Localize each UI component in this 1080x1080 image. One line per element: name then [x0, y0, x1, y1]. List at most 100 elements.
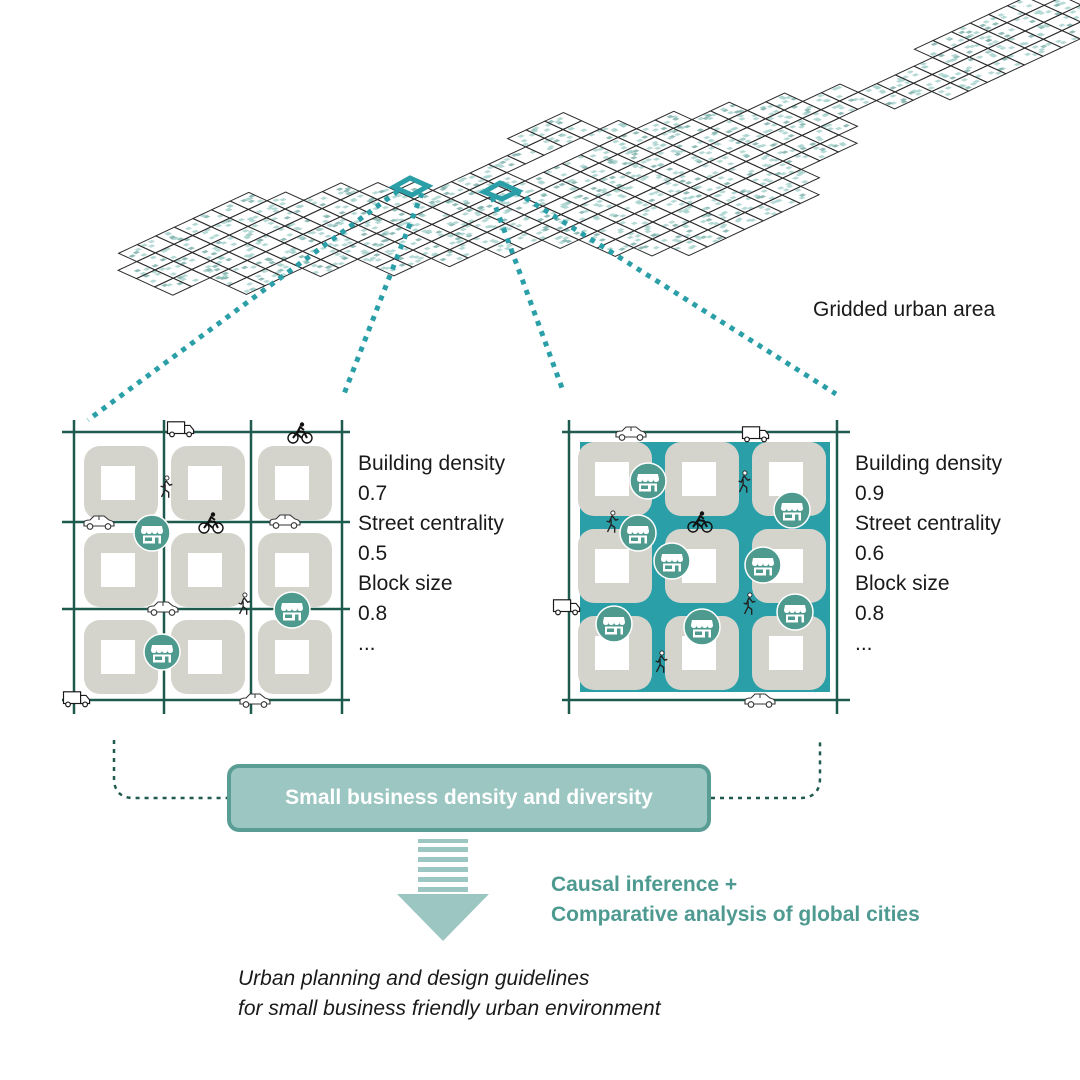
building — [248, 246, 256, 250]
building — [386, 252, 394, 256]
building — [244, 233, 253, 237]
building — [645, 146, 654, 150]
building — [454, 231, 462, 236]
building — [349, 197, 358, 202]
building — [182, 243, 190, 247]
courtyard — [275, 553, 309, 587]
building — [796, 170, 804, 174]
building — [862, 100, 870, 105]
building — [408, 255, 416, 259]
building — [690, 155, 698, 160]
building — [517, 134, 525, 138]
shop-icon — [629, 462, 667, 500]
building — [794, 188, 802, 192]
building — [707, 139, 716, 143]
building — [191, 229, 199, 234]
building — [982, 20, 990, 24]
building — [169, 272, 178, 276]
leader-line-right-a — [489, 196, 565, 389]
building — [599, 178, 608, 182]
building — [420, 229, 429, 233]
building — [268, 260, 276, 265]
building — [158, 267, 167, 271]
building — [763, 122, 771, 126]
building — [789, 125, 797, 129]
building — [950, 53, 959, 58]
building — [1036, 24, 1044, 28]
building — [627, 232, 635, 236]
building — [363, 220, 371, 225]
building — [221, 271, 230, 276]
building — [1007, 45, 1016, 50]
building — [617, 228, 625, 232]
building — [414, 259, 422, 263]
building — [509, 222, 517, 226]
building — [619, 123, 627, 127]
building — [447, 234, 456, 238]
building — [278, 202, 287, 206]
building — [934, 79, 942, 83]
building — [398, 212, 406, 216]
building — [379, 266, 388, 270]
building — [601, 127, 609, 131]
building — [595, 199, 604, 204]
building — [608, 180, 617, 184]
building — [1069, 10, 1077, 14]
building — [532, 126, 540, 130]
building — [468, 175, 476, 179]
building — [254, 241, 263, 245]
building — [226, 236, 235, 240]
building — [700, 214, 708, 218]
building — [770, 123, 778, 127]
building — [799, 122, 807, 127]
building — [721, 108, 729, 113]
building — [835, 104, 843, 108]
building — [140, 253, 148, 257]
building — [515, 206, 523, 210]
building — [786, 184, 794, 189]
building — [249, 265, 258, 269]
building — [729, 127, 737, 132]
building — [847, 108, 856, 112]
building — [741, 206, 749, 211]
gridded-urban-map — [117, 0, 1080, 296]
building — [649, 233, 658, 238]
building — [686, 205, 694, 209]
building — [257, 277, 266, 281]
building — [559, 133, 567, 138]
building — [270, 273, 279, 278]
down-arrow-icon — [397, 839, 489, 941]
building — [244, 197, 252, 201]
grid-cell — [560, 171, 600, 190]
building — [818, 147, 827, 151]
building — [243, 254, 251, 258]
building — [333, 252, 342, 257]
building — [626, 185, 634, 190]
building — [865, 88, 873, 93]
building — [652, 123, 660, 127]
building — [338, 218, 347, 223]
building — [671, 238, 679, 242]
building — [944, 92, 952, 97]
building — [474, 189, 483, 193]
building — [671, 115, 679, 119]
building — [988, 52, 996, 57]
building — [143, 267, 151, 271]
building — [179, 261, 188, 266]
building — [374, 220, 382, 225]
building — [262, 218, 270, 223]
building — [725, 198, 733, 202]
building — [510, 180, 518, 184]
building — [995, 44, 1003, 49]
building — [640, 160, 648, 164]
building — [644, 225, 652, 229]
building — [206, 269, 215, 273]
building — [606, 247, 614, 251]
building — [712, 141, 720, 146]
building — [896, 83, 904, 87]
building — [375, 218, 383, 222]
building — [1037, 33, 1046, 37]
building — [613, 189, 621, 193]
building — [448, 241, 457, 245]
building — [270, 217, 279, 221]
